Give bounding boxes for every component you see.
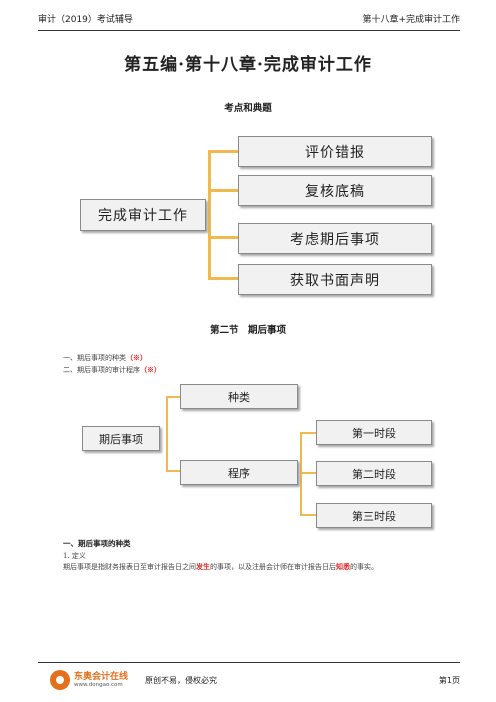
importance-mark: （※） [140,365,161,374]
connector-line [208,150,238,153]
connector-line [208,189,238,192]
logo-name: 东奥会计在线 [74,672,129,682]
diagram1-child-box: 获取书面声明 [238,264,432,295]
connector-line [166,396,168,471]
highlight-term: 发生 [196,562,210,571]
definition-part: 的事项，以及注册会计师在审计报告日后 [210,563,336,571]
connector-line [208,150,211,278]
dongao-logo[interactable]: 东奥会计在线 www.dongao.com [50,667,134,695]
section-title: 第二节 期后事项 [209,325,286,336]
diagram2-child-box: 程序 [180,460,298,485]
page-subtitle: 考点和典题 [224,103,272,114]
diagram2-child-box: 种类 [180,384,298,409]
connector-line [208,277,238,280]
header-left: 审计（2019）考试辅导 [38,15,133,25]
connector-line [166,396,180,398]
page-header: 审计（2019）考试辅导 第十八章+完成审计工作 [38,8,460,31]
definition-part: 期后事项是指财务报表日至审计报告日之间 [63,563,196,571]
highlight-term: 知悉 [336,562,350,571]
list-item-text: 一、期后事项的种类 [63,354,126,362]
diagram1-child-box: 考虑期后事项 [238,223,432,254]
importance-mark: （※） [126,353,147,362]
diagram2-grandchild-box: 第二时段 [316,461,432,486]
page-title: 第五编·第十八章·完成审计工作 [124,55,372,75]
diagram1-child-box: 评价错报 [238,136,432,167]
list-item-text: 二、期后事项的审计程序 [63,366,140,374]
definition-part: 的事实。 [350,563,378,571]
connector-line [166,470,180,472]
page-number: 第1页 [438,676,460,685]
diagram1-root-box: 完成审计工作 [80,199,206,231]
connector-line [300,432,316,434]
content-heading: 一、期后事项的种类 [63,539,131,548]
diagram2-root-box: 期后事项 [82,426,160,451]
diagram1-child-box: 复核底稿 [238,175,432,206]
logo-icon [50,670,70,690]
header-right: 第十八章+完成审计工作 [362,15,460,25]
connector-line [300,472,316,474]
list-item: 一、期后事项的种类（※） [63,353,147,363]
diagram2-grandchild-box: 第一时段 [316,420,432,445]
footer-divider [38,662,460,663]
definition-text: 期后事项是指财务报表日至审计报告日之间发生的事项，以及注册会计师在审计报告日后知… [63,562,378,572]
diagram2-grandchild-box: 第三时段 [316,503,432,528]
definition-label: 1. 定义 [63,552,86,560]
logo-url: www.dongao.com [74,682,123,688]
connector-line [208,236,238,239]
list-item: 二、期后事项的审计程序（※） [63,365,161,375]
connector-line [300,514,316,516]
copyright-notice: 原创不易，侵权必究 [145,676,217,685]
